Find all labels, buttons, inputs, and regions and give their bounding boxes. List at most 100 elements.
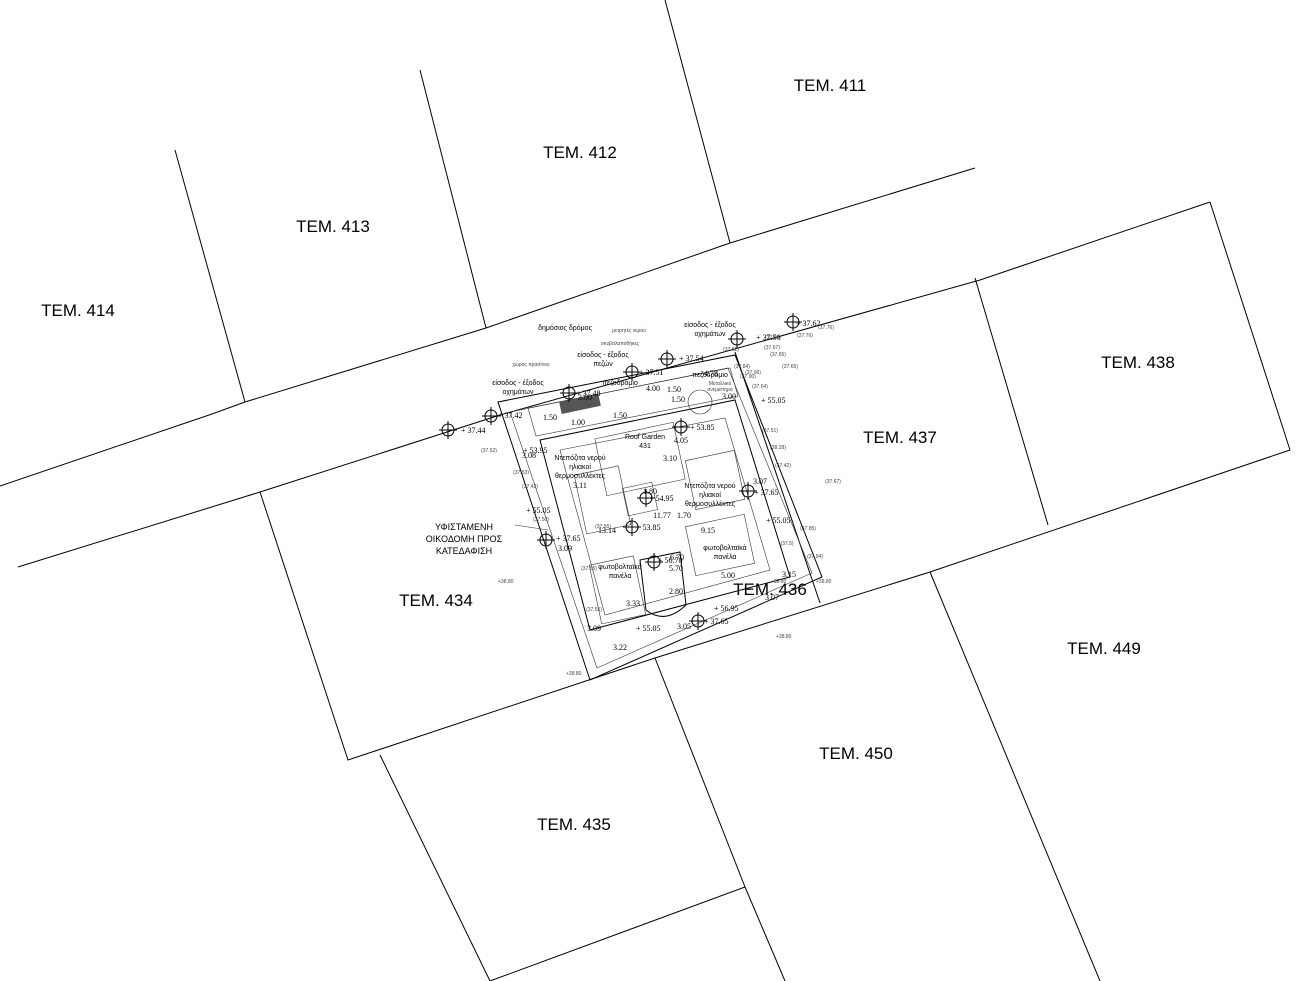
plot-label: ΤΕΜ. 449	[1067, 639, 1141, 658]
level-value: + 54.95	[649, 494, 674, 503]
level-value: + 53.95	[523, 446, 548, 455]
dimension-value: 3.07	[765, 593, 779, 602]
level-marker-cross	[739, 482, 757, 500]
level-marker-cross	[645, 553, 663, 571]
dimension-value: 2.80	[669, 587, 683, 596]
level-marker-cross	[689, 612, 707, 630]
spot-height: (37.42)	[522, 484, 538, 490]
spot-height: (37.85)	[800, 526, 816, 532]
vehicle-entry-1-line: οχημάτων	[695, 330, 726, 338]
dimension-value: 3.09	[587, 624, 601, 633]
green-space-label: χώρος πρασίνου	[512, 361, 549, 368]
dimension-value: 11.77	[653, 511, 671, 520]
water-tanks-1-line: Ντεπόζιτα νερού	[554, 454, 605, 462]
water-meters-label: μετρητές νερού	[612, 327, 646, 334]
spot-height: (37.67)	[764, 345, 780, 351]
level-value: + 53.85	[690, 423, 715, 432]
plot-label: ΤΕΜ. 412	[543, 143, 617, 162]
vehicle-entry-1-line: είσοδος - έξοδος	[684, 321, 736, 329]
level-value: + 56.95	[714, 604, 739, 613]
level-marker-cross	[728, 330, 746, 348]
vehicle-entry-2-line: οχημάτων	[503, 388, 534, 396]
dimension-value: 1.50	[613, 411, 627, 420]
level-value: +38.80	[771, 579, 787, 585]
dimension-value: 1.50	[671, 395, 685, 404]
level-value: + 37.62	[796, 319, 821, 328]
plot-label: ΤΕΜ. 434	[399, 591, 473, 610]
spot-height: (37.65)	[770, 352, 786, 358]
level-marker-cross	[439, 421, 457, 439]
water-tanks-2-line: ηλιακοί	[699, 491, 721, 499]
spot-height: (37.84)	[734, 364, 750, 370]
building-footprint	[539, 399, 791, 631]
level-marker-cross	[623, 363, 641, 381]
demolition-note-line: ΥΦΙΣΤΑΜΕΝΗ	[435, 522, 493, 532]
level-markers	[439, 313, 802, 630]
dimension-value: 1.00	[571, 418, 585, 427]
water-tanks-right	[684, 449, 746, 511]
spot-height: (37.42)	[775, 463, 791, 469]
site-text: δημόσιος δρόμος μετρητές νερού σκυβαλαποθή…	[492, 321, 746, 580]
plot-label: ΤΕΜ. 414	[41, 301, 115, 320]
dimension-value: 3.00	[578, 393, 592, 402]
level-value: + 37.44	[461, 426, 486, 435]
demolition-note-line: ΟΙΚΟΔΟΜΗ ΠΡΟΣ	[426, 534, 503, 544]
spot-height: (37.94)	[807, 554, 823, 560]
spot-height: (37.68)	[765, 335, 781, 341]
level-value: +38.80	[816, 579, 832, 585]
dimension-value: 3.09	[558, 544, 572, 553]
level-marker-cross	[658, 350, 676, 368]
dimension-value: 13.14	[598, 526, 616, 535]
level-value: +38.80	[566, 671, 582, 677]
spot-height: (37.55)	[595, 524, 611, 530]
dimension-value: 5.00	[721, 571, 735, 580]
plot-label: ΤΕΜ. 436	[733, 580, 807, 599]
demolition-leader	[514, 524, 549, 531]
roof-garden	[594, 421, 686, 497]
level-value: + 56.70	[658, 556, 683, 565]
pedestrian-entry-line: πεζών	[593, 360, 613, 368]
level-value: + 37.65	[704, 617, 729, 626]
dimension-value: 6.70	[670, 553, 684, 562]
pv-panels-right	[685, 513, 755, 577]
trash-bins-label: σκυβαλαποθήκες	[601, 340, 640, 347]
dimension-value: 3.33	[626, 599, 640, 608]
plot-label: ΤΕΜ. 438	[1101, 353, 1175, 372]
dimension-value: 5.70	[669, 564, 683, 573]
water-tanks-2-line: θερμοσυλλέκτες	[685, 500, 736, 508]
level-marker-cross	[482, 407, 500, 425]
dimension-value: 1.70	[677, 511, 691, 520]
level-value: + 55.05	[761, 396, 786, 405]
dimension-value: 4.00	[646, 384, 660, 393]
level-value: + 37.54	[679, 354, 704, 363]
public-road-label: δημόσιος δρόμος	[538, 324, 593, 332]
spot-height: (37.67)	[825, 479, 841, 485]
sidewalk-1-label: πεζοδρόμιο	[602, 379, 638, 387]
level-value: + 53.85	[636, 523, 661, 532]
level-value: + 55.05	[766, 516, 791, 525]
pv-panels-left	[588, 555, 647, 625]
level-value: + 37.48	[576, 389, 601, 398]
water-tanks-1-line: θερμοσυλλέκτες	[555, 472, 606, 480]
spot-height: (37.76)	[797, 333, 813, 339]
dimension-value: 1.50	[667, 385, 681, 394]
spot-height: (37.62)	[723, 347, 739, 353]
pv-panels-2-line: πανέλα	[609, 572, 632, 580]
pv-panels-1-line: φωτοβολταϊκά	[703, 544, 746, 552]
spot-height: (38.28)	[770, 445, 786, 451]
dimension-value: 4.78	[704, 369, 718, 378]
level-value: + 55.05	[526, 506, 551, 515]
dimension-value: 3.07	[753, 477, 767, 486]
dimension-value: 3.05	[677, 622, 691, 631]
spot-height: (37.64)	[752, 384, 768, 390]
dimension-value: 3.22	[613, 643, 627, 652]
spot-height: (37.76)	[818, 325, 834, 331]
dimension-value: 3.11	[573, 481, 587, 490]
spot-height: (37.96)	[745, 370, 761, 376]
plot-label: ΤΕΜ. 437	[863, 428, 937, 447]
level-marker-cross	[560, 384, 578, 402]
level-marker-cross	[637, 489, 655, 507]
level-value: + 37.56	[756, 333, 781, 342]
